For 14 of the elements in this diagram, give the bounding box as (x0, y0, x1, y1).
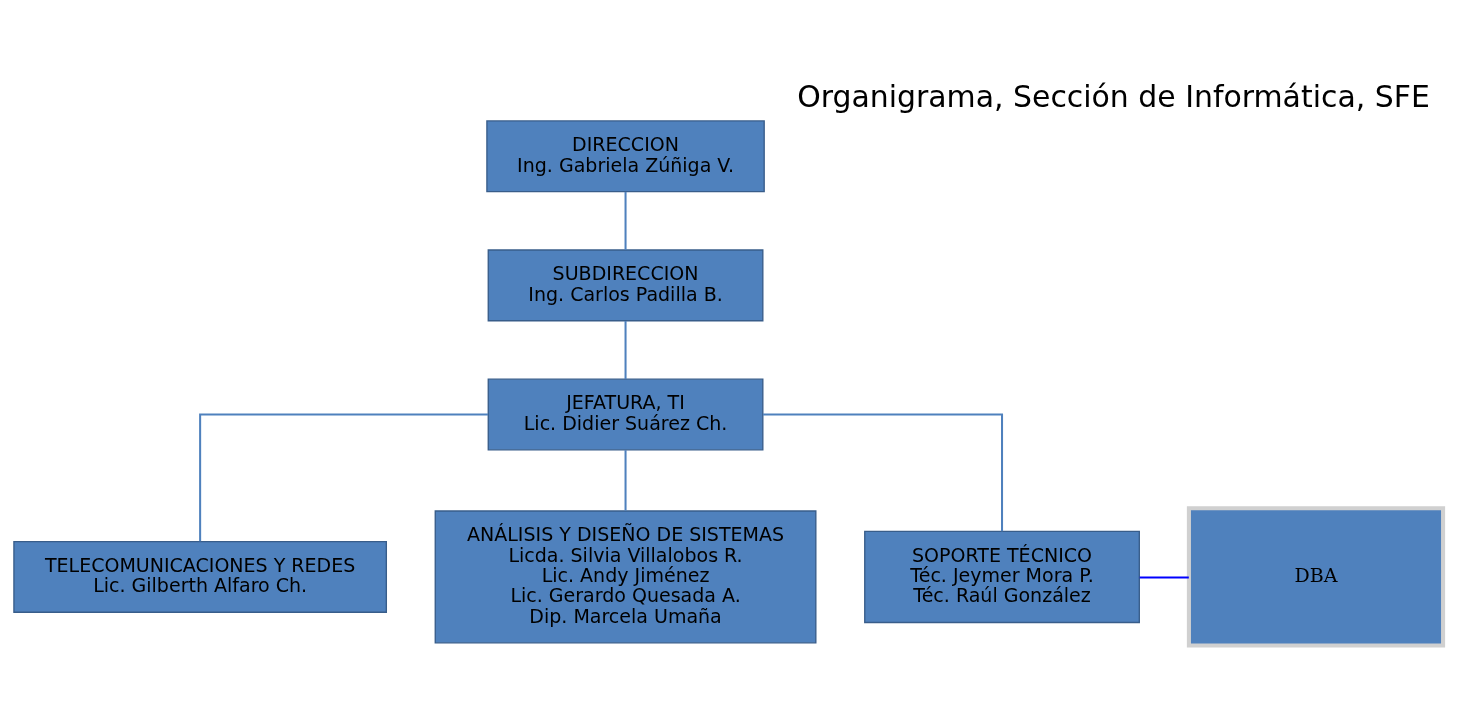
connector (624, 450, 627, 511)
diagram-title: Organigrama, Sección de Informática, SFE (797, 78, 1430, 114)
connector (763, 413, 1004, 532)
node-box: ANÁLISIS Y DISEÑO DE SISTEMAS Licda. Silvia Villalobos R. Lic. Andy Jiménez Lic. Gerardo Quesada A. Dip. Marcela Umaña (434, 510, 817, 644)
connector (1139, 576, 1189, 579)
connector (624, 321, 627, 379)
node-box: SUBDIRECCION Ing. Carlos Padilla B. (487, 249, 764, 322)
node-box: JEFATURA, TI Lic. Didier Suárez Ch. (487, 378, 764, 451)
connector (199, 413, 488, 542)
node-box: TELECOMUNICACIONES Y REDES Lic. Gilberth Alfaro Ch. (13, 540, 387, 613)
node-box: DBA (1186, 506, 1446, 648)
connector (624, 191, 627, 250)
node-box: SOPORTE TÉCNICO Téc. Jeymer Mora P. Téc. Raúl González (864, 530, 1140, 624)
node-box: DIRECCION Ing. Gabriela Zúñiga V. (486, 120, 765, 193)
